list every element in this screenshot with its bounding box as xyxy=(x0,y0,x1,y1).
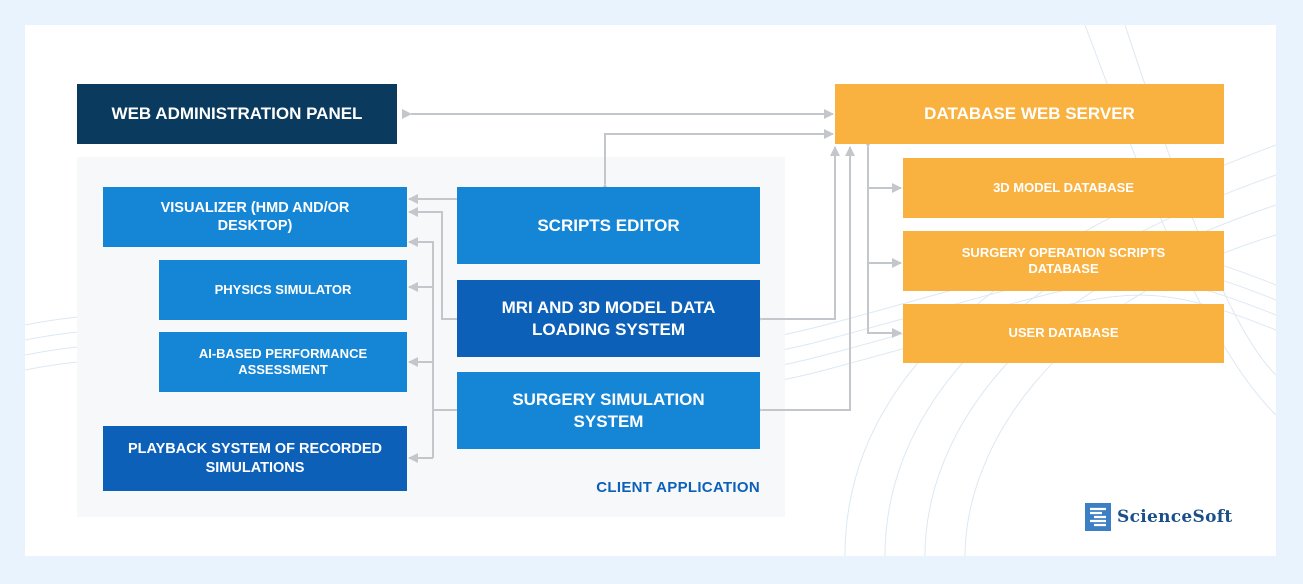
arrow-surgery-visualizer xyxy=(408,237,457,411)
mri-3d-model-loading-system-box: MRI AND 3D MODEL DATA LOADING SYSTEM xyxy=(457,280,760,357)
web-administration-panel-box: WEB ADMINISTRATION PANEL xyxy=(77,84,397,144)
sciencesoft-logo-icon xyxy=(1085,503,1111,531)
arrow-editor-db xyxy=(600,129,834,193)
scripts-editor-box: SCRIPTS EDITOR xyxy=(457,187,760,264)
visualizer-box: VISUALIZER (HMD AND/OR DESKTOP) xyxy=(103,187,407,247)
sciencesoft-logo-text: ScienceSoft xyxy=(1117,507,1233,527)
client-application-label: CLIENT APPLICATION xyxy=(596,479,760,496)
surgery-simulation-system-box: SURGERY SIMULATION SYSTEM xyxy=(457,372,760,449)
database-web-server-box: DATABASE WEB SERVER xyxy=(835,84,1224,144)
arrow-surgery-db xyxy=(753,146,855,415)
connection-arrows xyxy=(402,109,902,463)
arrow-mri-visualizer xyxy=(408,207,457,320)
physics-simulator-box: PHYSICS SIMULATOR xyxy=(159,260,407,320)
arrow-server-databases xyxy=(863,138,902,338)
arrow-mri-db xyxy=(753,146,840,324)
ai-based-performance-assessment-box: AI-BASED PERFORMANCE ASSESSMENT xyxy=(159,332,407,392)
user-database-box: USER DATABASE xyxy=(903,304,1224,363)
diagram-card: WEB ADMINISTRATION PANEL DATABASE WEB SE… xyxy=(25,25,1276,556)
playback-system-box: PLAYBACK SYSTEM OF RECORDED SIMULATIONS xyxy=(103,426,407,491)
3d-model-database-box: 3D MODEL DATABASE xyxy=(903,158,1224,218)
sciencesoft-logo: ScienceSoft xyxy=(1085,503,1233,531)
surgery-operation-scripts-database-box: SURGERY OPERATION SCRIPTS DATABASE xyxy=(903,231,1224,291)
